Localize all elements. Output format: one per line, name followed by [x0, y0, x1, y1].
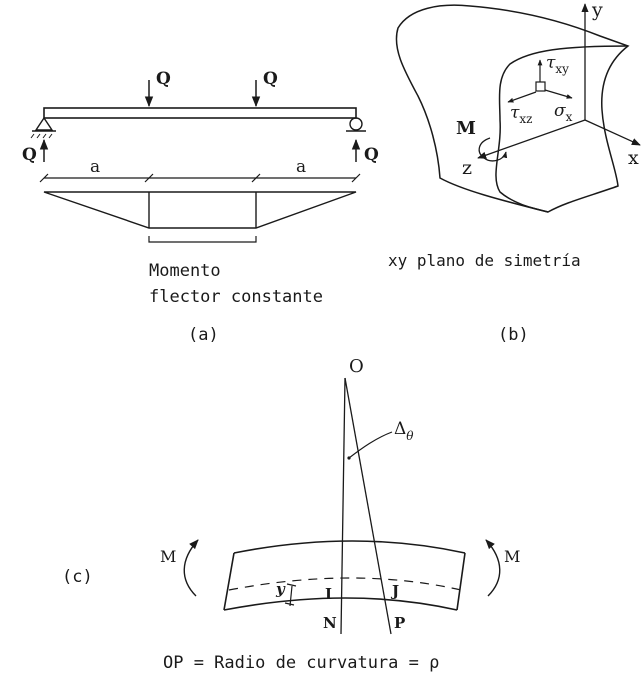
sigma-x-label: σx [554, 101, 573, 124]
beam [43, 107, 357, 119]
moment-arc-right [485, 539, 501, 597]
symmetry-note: xy plano de simetría [388, 251, 581, 270]
note-line-1: Momento [149, 261, 221, 281]
curved-beam-right-end [456, 552, 466, 611]
caption-b: (b) [498, 325, 529, 345]
angle-leader [348, 431, 393, 459]
point-p-label: P [394, 614, 405, 632]
point-i-label: I [325, 585, 332, 603]
curved-beam-left-end [223, 552, 235, 611]
note-line-2: flector constante [149, 287, 323, 307]
angle-label: Δθ [394, 419, 414, 443]
point-n-label: N [323, 614, 337, 632]
z-axis-label: z [462, 157, 472, 179]
reaction-label-left: Q [22, 145, 37, 165]
dimension-label-left: a [90, 157, 100, 177]
z-axis [477, 119, 586, 159]
panel-b: y x z M τxy τxz σx xy plano de simetría … [388, 0, 641, 345]
dimension-label-right: a [296, 157, 306, 177]
prism-outline [395, 4, 630, 213]
moment-label-left: M [160, 547, 176, 566]
panel-c: O Δθ y I J N P M M (c) OP = Radio de cur… [62, 356, 520, 673]
tau-xz-arrow [507, 91, 537, 103]
tau-xz-label: τxz [510, 103, 533, 126]
radius-line-o-p [344, 377, 392, 635]
neutral-axis [228, 577, 462, 591]
curvature-note: OP = Radio de curvatura = ρ [163, 653, 439, 673]
pin-support [30, 116, 56, 139]
tau-xy-label: τxy [546, 53, 569, 76]
load-label-left: Q [156, 69, 171, 89]
moment-arc-left [183, 539, 199, 597]
moment-label-b: M [456, 118, 476, 139]
y-axis-label: y [591, 0, 603, 21]
caption-a: (a) [188, 325, 219, 345]
load-label-right: Q [263, 69, 278, 89]
moment-arc-b [478, 137, 508, 162]
x-axis-label: x [628, 147, 639, 169]
radius-line-o-n [340, 377, 346, 635]
roller-support [346, 117, 366, 132]
distance-y-label: y [275, 580, 286, 598]
moment-diagram [43, 191, 357, 229]
center-label: O [349, 356, 364, 377]
stress-element [535, 81, 546, 92]
constant-moment-bracket [148, 236, 257, 243]
point-j-label: J [390, 582, 399, 600]
curved-beam-top [233, 540, 466, 554]
sigma-x-arrow [544, 89, 573, 99]
x-axis [584, 119, 641, 146]
distance-y-marker [289, 585, 293, 607]
cross-section [495, 45, 629, 213]
panel-a: Q Q Q Q a a Momento flector constante (a… [22, 69, 379, 345]
reaction-label-right: Q [364, 145, 379, 165]
curved-beam-bottom [223, 597, 458, 611]
moment-label-right: M [504, 547, 520, 566]
caption-c: (c) [62, 567, 93, 587]
dimension-line [39, 173, 361, 183]
